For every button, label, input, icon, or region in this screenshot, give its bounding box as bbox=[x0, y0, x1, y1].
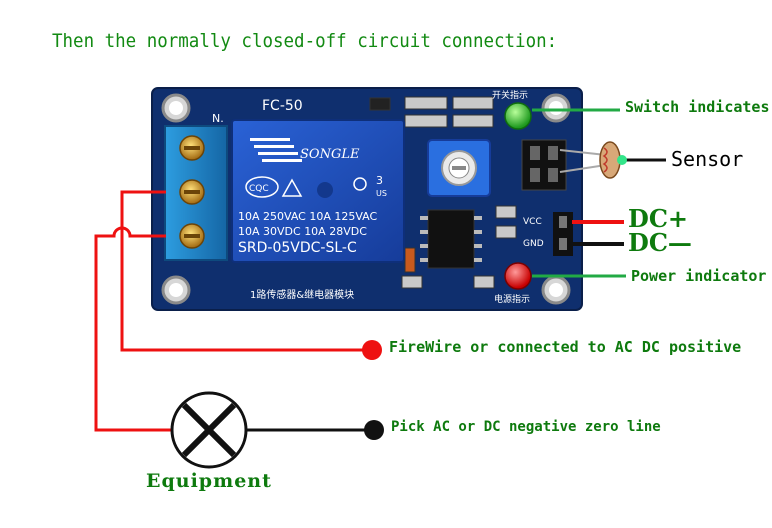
firewire-dot bbox=[362, 340, 382, 360]
page-title: Then the normally closed-off circuit con… bbox=[52, 30, 558, 52]
silk-gnd-label: GND bbox=[523, 239, 544, 249]
relay-number: 3 bbox=[376, 174, 383, 187]
switch-indicator-led bbox=[504, 102, 532, 130]
screw-terminal bbox=[164, 125, 228, 261]
relay-ratings-line-1: 10A 250VAC 10A 125VAC bbox=[238, 210, 378, 223]
relay-model: SRD-05VDC-SL-C bbox=[238, 240, 357, 256]
switch-indicates-label: Switch indicates bbox=[625, 98, 770, 116]
power-indicator-label: Power indicator bbox=[631, 267, 767, 285]
relay: SONGLE CQC 3 US 10A 250VAC 10A 125VAC 10… bbox=[231, 119, 405, 263]
board-model-label: FC-50 bbox=[262, 98, 303, 114]
ul-mark-icon bbox=[353, 177, 367, 191]
dc-minus-label: DC— bbox=[628, 228, 692, 257]
power-header bbox=[553, 212, 573, 256]
relay-brand: SONGLE bbox=[300, 147, 360, 162]
silk-power-label: 电源指示 bbox=[494, 293, 530, 305]
sensor-callout-line bbox=[617, 155, 666, 165]
sensor-header bbox=[521, 139, 567, 191]
relay-cqc-mark: CQC bbox=[249, 184, 269, 194]
red-wire-equipment bbox=[94, 226, 172, 432]
silk-switch-label: 开关指示 bbox=[492, 89, 528, 101]
equipment-label: Equipment bbox=[146, 470, 272, 492]
relay-ratings-line-2: 10A 30VDC 10A 28VDC bbox=[238, 225, 367, 238]
silk-bottom-label: 1路传感器&继电器模块 bbox=[250, 288, 354, 301]
warning-triangle-icon bbox=[281, 178, 303, 197]
negative-line-dot bbox=[364, 420, 384, 440]
negative-line-label: Pick AC or DC negative zero line bbox=[391, 419, 661, 435]
sensor-label: Sensor bbox=[671, 147, 744, 171]
silk-n-label: N. bbox=[212, 112, 224, 125]
silk-vcc-label: VCC bbox=[523, 217, 542, 227]
comparator-chip bbox=[427, 209, 475, 269]
equipment-lamp-icon bbox=[170, 391, 248, 469]
firewire-label: FireWire or connected to AC DC positive bbox=[389, 338, 742, 356]
power-indicator-led bbox=[504, 262, 532, 290]
relay-us-mark: US bbox=[376, 189, 387, 198]
dc-plus-label: DC+ bbox=[628, 204, 689, 233]
red-wire-positive bbox=[120, 190, 372, 352]
